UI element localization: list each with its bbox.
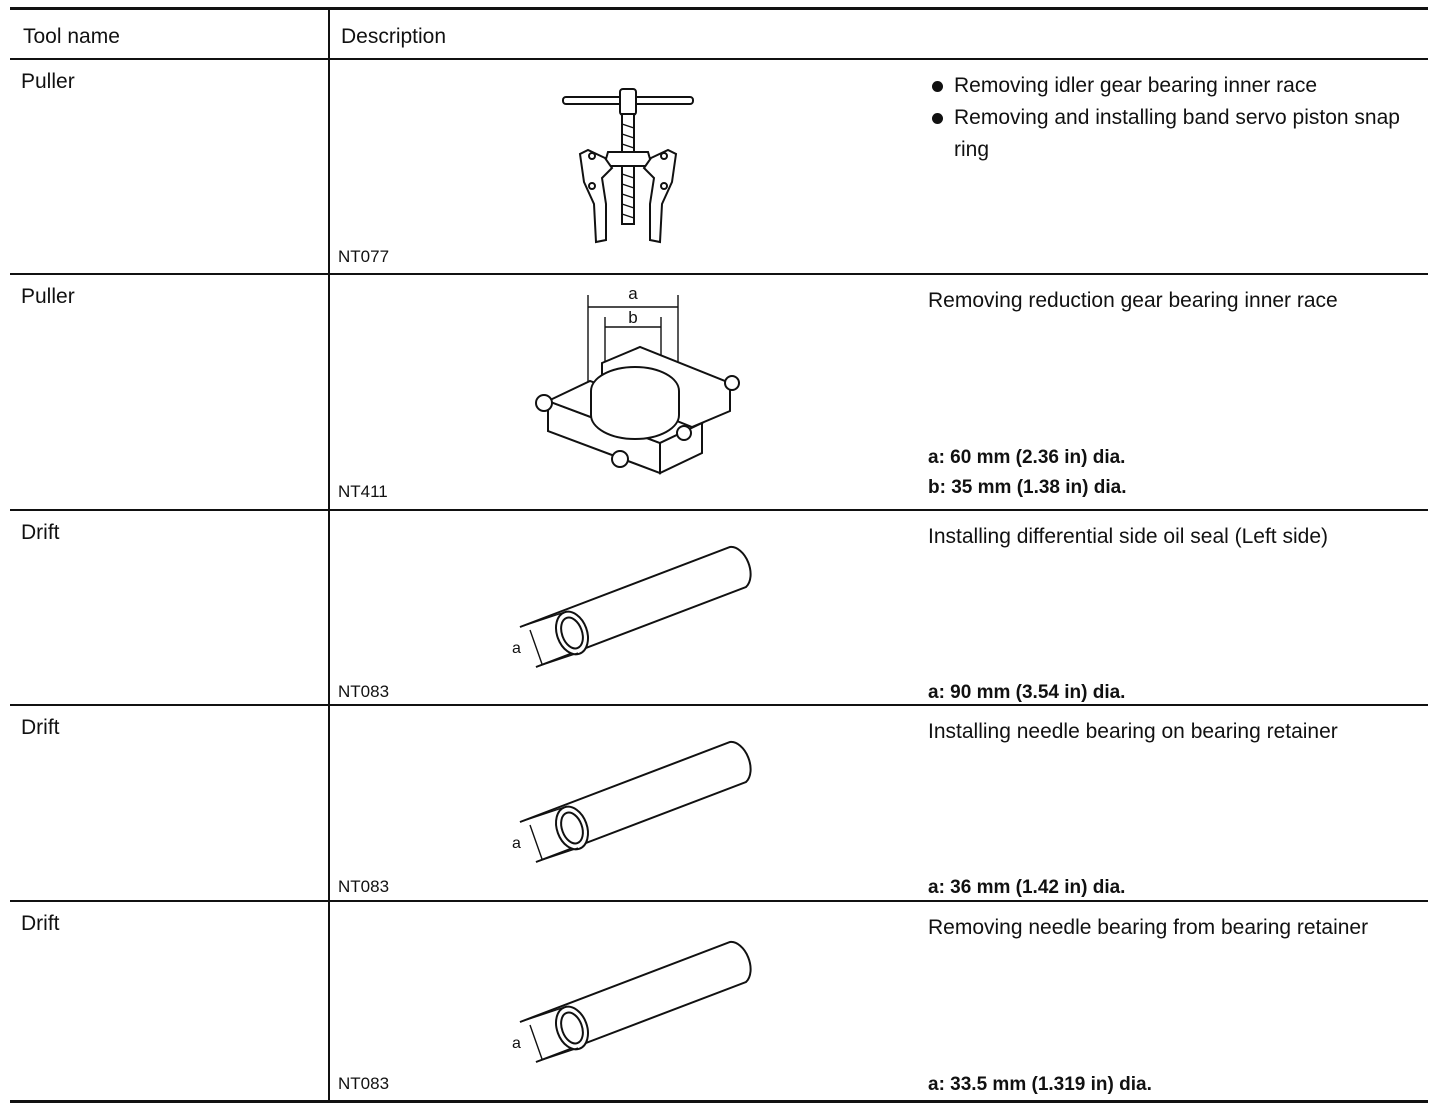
tool-spec-a: a: 36 mm (1.42 in) dia. [928, 877, 1126, 898]
tool-description: Installing differential side oil seal (L… [928, 525, 1328, 548]
dimension-label-a: a [512, 640, 521, 657]
tool-name: Drift [21, 521, 60, 544]
tool-code: NT411 [338, 482, 388, 501]
bearing-splitter-icon: a b [535, 284, 740, 475]
tool-name: Puller [21, 285, 75, 308]
tool-description: Removing needle bearing from bearing ret… [928, 916, 1369, 939]
table-row: Drift a NT083 Installing differential si… [10, 509, 1428, 704]
tool-spec-a: a: 90 mm (3.54 in) dia. [928, 682, 1126, 703]
bullet-icon [932, 113, 943, 124]
tool-description: Removing reduction gear bearing inner ra… [928, 289, 1338, 312]
header-description: Description [341, 25, 447, 48]
two-jaw-puller-icon [562, 88, 694, 244]
table-header: Tool name Description [10, 10, 1428, 58]
tool-spec-b: b: 35 mm (1.38 in) dia. [928, 477, 1127, 498]
tool-description: Removing idler gear bearing inner race R… [928, 70, 1418, 166]
dimension-label-a: a [512, 835, 521, 852]
drift-tube-icon: a [512, 940, 752, 1063]
dimension-label-a: a [628, 284, 638, 303]
dimension-label-a: a [512, 1035, 521, 1052]
column-divider [328, 7, 330, 1103]
tool-spec-a: a: 60 mm (2.36 in) dia. [928, 447, 1126, 468]
tool-description: Installing needle bearing on bearing ret… [928, 720, 1338, 743]
description-bullet: Removing idler gear bearing inner race [928, 70, 1418, 102]
bullet-icon [932, 81, 943, 92]
tool-code: NT083 [338, 1074, 390, 1093]
table-row: Drift a NT083 Installing needle bearing … [10, 704, 1428, 900]
table-row: Puller a b [10, 273, 1428, 509]
tool-code: NT083 [338, 877, 390, 896]
dimension-label-b: b [628, 308, 637, 327]
drift-tube-icon: a [512, 545, 752, 668]
header-tool-name: Tool name [23, 25, 120, 48]
drift-tube-icon: a [512, 740, 752, 863]
tool-code: NT083 [338, 682, 390, 701]
table-row: Puller NT077 [10, 58, 1428, 273]
tool-name: Drift [21, 716, 60, 739]
table-bottom-rule [10, 1100, 1428, 1103]
description-bullet: Removing and installing band servo pisto… [928, 102, 1418, 166]
tool-code: NT077 [338, 247, 390, 266]
tool-name: Puller [21, 70, 75, 93]
tool-name: Drift [21, 912, 60, 935]
table-row: Drift a NT083 Removing needle bearing fr… [10, 900, 1428, 1102]
tool-spec-a: a: 33.5 mm (1.319 in) dia. [928, 1074, 1152, 1095]
table-top-rule [10, 7, 1428, 10]
